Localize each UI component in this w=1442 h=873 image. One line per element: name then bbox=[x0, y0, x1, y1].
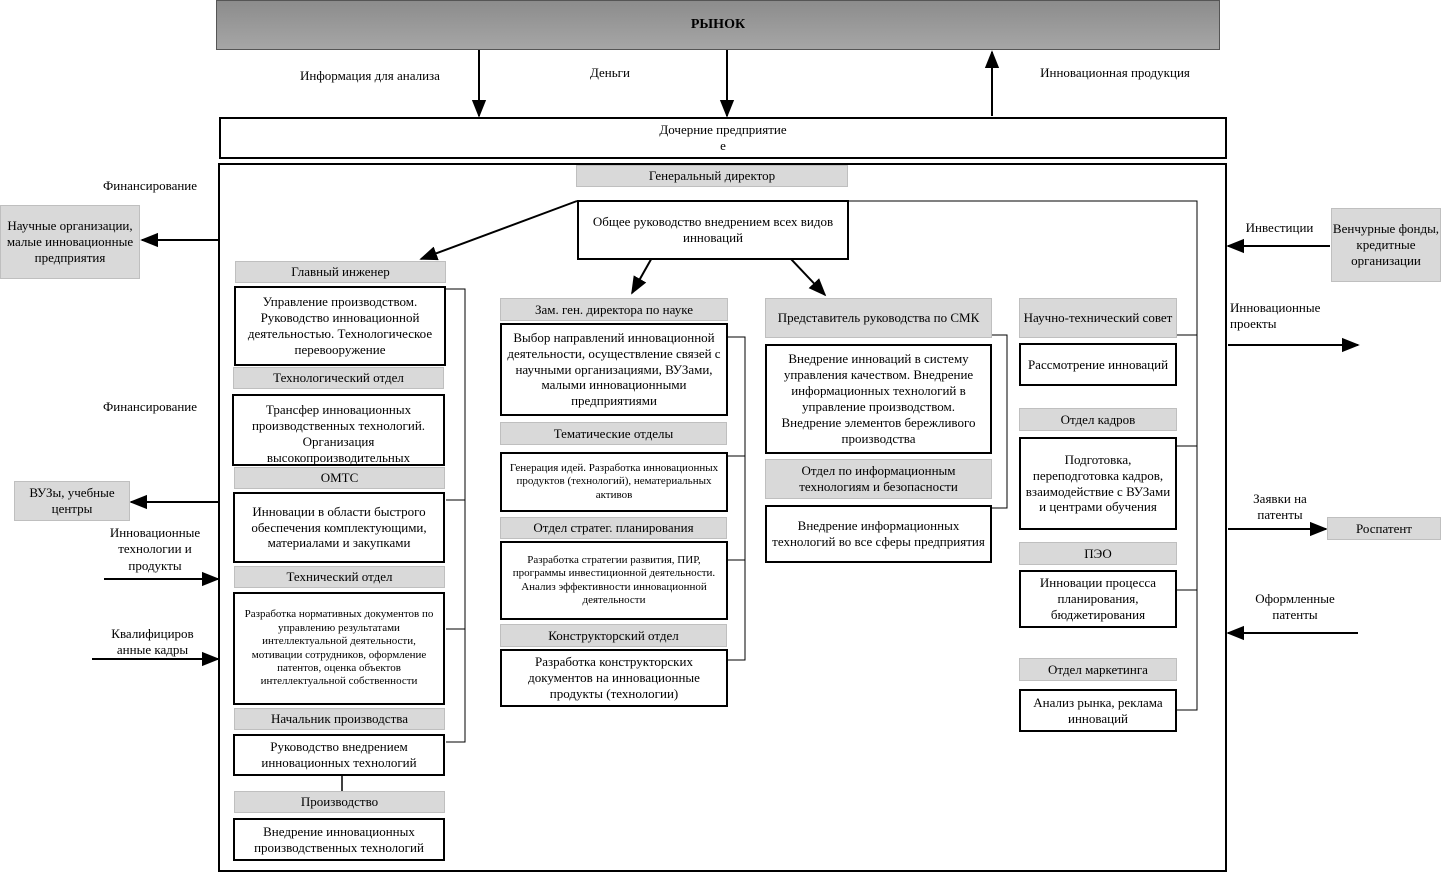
marketing-desc: Анализ рынка, реклама инноваций bbox=[1033, 694, 1163, 726]
tech-dept-desc: Трансфер инновационных производственных … bbox=[251, 402, 426, 465]
investments-label: Инвестиции bbox=[1245, 220, 1314, 235]
technical-dept-desc: Разработка нормативных документов по упр… bbox=[244, 608, 434, 688]
production-box: Производство bbox=[234, 791, 445, 813]
deputy-label: Зам. ген. директора по науке bbox=[535, 301, 693, 317]
enterprise-frame bbox=[218, 163, 1227, 872]
omts-desc-box: Инновации в области быстрого обеспечения… bbox=[233, 492, 445, 563]
financing-label-1: Финансирование bbox=[102, 178, 198, 193]
peo-desc: Инновации процесса планирования, бюджети… bbox=[1039, 575, 1157, 622]
hr-desc: Подготовка, переподготовка кадров, взаим… bbox=[1025, 451, 1171, 515]
universities-label: ВУЗы, учебные центры bbox=[29, 485, 115, 516]
issued-patents-label: Оформленные патенты bbox=[1255, 591, 1335, 623]
science-orgs-box: Научные организации, малые инновационные… bbox=[0, 205, 140, 279]
rospatent-box: Роспатент bbox=[1327, 517, 1441, 540]
chief-eng-box: Главный инженер bbox=[235, 261, 446, 283]
deputy-desc: Выбор направлений инновационной деятельн… bbox=[507, 329, 721, 409]
qms-desc: Внедрение инноваций в систему управления… bbox=[781, 351, 976, 446]
marketing-box: Отдел маркетинга bbox=[1019, 658, 1177, 681]
it-dept-label: Отдел по информационным технологиям и бе… bbox=[799, 463, 958, 494]
market-label: РЫНОК bbox=[690, 17, 746, 33]
prod-head-desc-box: Руководство внедрением инновационных тех… bbox=[233, 734, 445, 776]
it-dept-box: Отдел по информационным технологиям и бе… bbox=[765, 459, 992, 499]
innov-tech-label: Инновационные технологии и продукты bbox=[109, 525, 201, 573]
patent-requests-label: Заявки на патенты bbox=[1253, 491, 1307, 523]
market-bar: РЫНОК bbox=[216, 0, 1220, 50]
innov-projects-label: Инновационные проекты bbox=[1230, 300, 1321, 332]
tech-dept-label: Технологический отдел bbox=[273, 370, 404, 386]
strategy-box: Отдел стратег. планирования bbox=[500, 517, 727, 539]
deputy-box: Зам. ген. директора по науке bbox=[500, 298, 728, 321]
financing-label-2: Финансирование bbox=[102, 399, 198, 414]
gen-dir-box: Генеральный директор bbox=[576, 165, 848, 187]
peo-box: ПЭО bbox=[1019, 542, 1177, 565]
design-desc: Разработка конструкторских документов на… bbox=[528, 654, 700, 701]
flow-info-label: Информация для анализа bbox=[300, 68, 440, 83]
prod-head-label: Начальник производства bbox=[271, 711, 408, 727]
strategy-desc-box: Разработка стратегии развития, ПИР, прог… bbox=[500, 541, 728, 620]
flow-money-label: Деньги bbox=[590, 65, 630, 80]
qms-rep-box: Представитель руководства по СМК bbox=[765, 298, 992, 338]
thematic-box: Тематические отделы bbox=[500, 422, 727, 445]
it-desc: Внедрение информационных технологий во в… bbox=[772, 518, 985, 549]
council-desc: Рассмотрение инноваций bbox=[1027, 356, 1169, 372]
marketing-desc-box: Анализ рынка, реклама инноваций bbox=[1019, 689, 1177, 732]
design-desc-box: Разработка конструкторских документов на… bbox=[500, 649, 728, 707]
council-label: Научно-технический совет bbox=[1023, 310, 1173, 326]
universities-box: ВУЗы, учебные центры bbox=[14, 481, 130, 521]
council-box: Научно-технический совет bbox=[1019, 298, 1177, 338]
strategy-desc: Разработка стратегии развития, ПИР, прог… bbox=[512, 553, 716, 606]
tech-dept-desc-box: Трансфер инновационных производственных … bbox=[232, 394, 445, 466]
rospatent-label: Роспатент bbox=[1356, 520, 1412, 536]
subsidiary-label: Дочерние предприятие е bbox=[659, 122, 787, 153]
technical-dept-box: Технический отдел bbox=[234, 566, 445, 588]
hr-box: Отдел кадров bbox=[1019, 408, 1177, 431]
qms-rep-label: Представитель руководства по СМК bbox=[777, 310, 980, 326]
chief-eng-desc: Управление производством. Руководство ин… bbox=[247, 294, 433, 357]
prod-head-desc: Руководство внедрением инновационных тех… bbox=[261, 739, 417, 770]
hr-desc-box: Подготовка, переподготовка кадров, взаим… bbox=[1019, 437, 1177, 530]
science-orgs-label: Научные организации, малые инновационные… bbox=[6, 218, 134, 265]
peo-label: ПЭО bbox=[1084, 545, 1112, 561]
hr-label: Отдел кадров bbox=[1060, 411, 1136, 427]
council-desc-box: Рассмотрение инноваций bbox=[1019, 343, 1177, 386]
tech-dept-box: Технологический отдел bbox=[233, 367, 444, 389]
production-desc: Внедрение инновационных производственных… bbox=[254, 823, 424, 855]
prod-head-box: Начальник производства bbox=[234, 708, 445, 730]
flow-innov-product-label: Инновационная продукция bbox=[1040, 65, 1190, 80]
peo-desc-box: Инновации процесса планирования, бюджети… bbox=[1019, 570, 1177, 628]
design-box: Конструкторский отдел bbox=[500, 624, 727, 647]
design-label: Конструкторский отдел bbox=[548, 627, 679, 643]
venture-label: Венчурные фонды, кредитные организации bbox=[1332, 221, 1440, 268]
venture-box: Венчурные фонды, кредитные организации bbox=[1331, 208, 1441, 282]
gen-dir-label: Генеральный директор bbox=[648, 168, 776, 184]
omts-box: ОМТС bbox=[234, 467, 445, 489]
technical-dept-desc-box: Разработка нормативных документов по упр… bbox=[233, 592, 445, 705]
thematic-desc: Генерация идей. Разработка инновационных… bbox=[509, 461, 719, 501]
general-mgmt-box: Общее руководство внедрением всех видов … bbox=[577, 200, 849, 260]
deputy-desc-box: Выбор направлений инновационной деятельн… bbox=[500, 323, 728, 416]
thematic-label: Тематические отделы bbox=[553, 425, 674, 441]
chief-eng-desc-box: Управление производством. Руководство ин… bbox=[234, 286, 446, 366]
production-label: Производство bbox=[300, 794, 379, 810]
qms-desc-box: Внедрение инноваций в систему управления… bbox=[765, 344, 992, 454]
omts-desc: Инновации в области быстрого обеспечения… bbox=[251, 503, 427, 551]
omts-label: ОМТС bbox=[320, 470, 359, 486]
strategy-label: Отдел стратег. планирования bbox=[533, 520, 694, 536]
general-mgmt-label: Общее руководство внедрением всех видов … bbox=[592, 214, 834, 245]
thematic-desc-box: Генерация идей. Разработка инновационных… bbox=[500, 452, 728, 512]
chief-eng-label: Главный инженер bbox=[291, 264, 390, 280]
subsidiary-box: Дочерние предприятие е bbox=[219, 117, 1227, 159]
it-desc-box: Внедрение информационных технологий во в… bbox=[765, 505, 992, 563]
qualified-staff-label: Квалифициров анные кадры bbox=[111, 626, 194, 658]
production-desc-box: Внедрение инновационных производственных… bbox=[233, 818, 445, 861]
marketing-label: Отдел маркетинга bbox=[1048, 661, 1148, 677]
technical-dept-label: Технический отдел bbox=[286, 569, 393, 585]
